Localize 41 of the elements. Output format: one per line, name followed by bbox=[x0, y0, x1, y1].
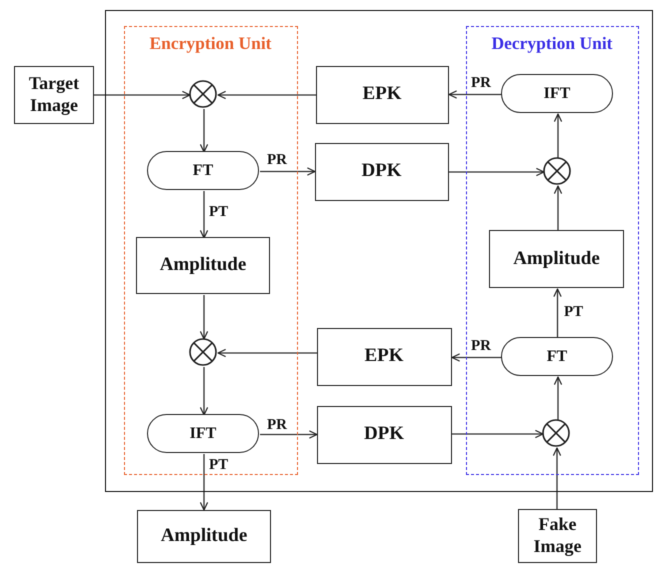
transform-block: FT bbox=[147, 151, 259, 190]
arrow bbox=[554, 185, 562, 231]
process-box: DPK bbox=[316, 406, 452, 464]
arrow bbox=[448, 90, 502, 99]
multiplier-circle bbox=[543, 157, 571, 185]
transform-block: IFT bbox=[147, 414, 259, 453]
arrow bbox=[200, 454, 208, 511]
process-box: EPK bbox=[316, 328, 452, 386]
arrow bbox=[451, 353, 502, 362]
process-box: Amplitude bbox=[136, 237, 270, 294]
system-frame bbox=[105, 10, 653, 492]
process-box: Target Image bbox=[14, 66, 94, 124]
process-box: Fake Image bbox=[518, 509, 597, 563]
arrow bbox=[452, 430, 544, 438]
multiplier-circle bbox=[542, 419, 570, 447]
arrow bbox=[94, 90, 191, 100]
multiplier-circle bbox=[189, 338, 217, 366]
unit-boundary bbox=[466, 26, 638, 474]
transform-block: FT bbox=[501, 337, 613, 376]
process-box: DPK bbox=[314, 142, 448, 200]
transform-block: IFT bbox=[501, 74, 613, 113]
process-box: EPK bbox=[316, 66, 448, 124]
arrow bbox=[449, 168, 545, 176]
unit-boundary bbox=[124, 26, 298, 474]
arrow bbox=[260, 430, 318, 439]
arrow bbox=[552, 447, 562, 509]
unit-title: Encryption Unit bbox=[148, 32, 273, 54]
arrow bbox=[554, 376, 562, 420]
arrow bbox=[200, 295, 208, 340]
arrow bbox=[217, 348, 317, 358]
arrow bbox=[554, 113, 562, 158]
multiplier-circle bbox=[189, 80, 217, 108]
arrow bbox=[200, 109, 208, 153]
arrow bbox=[200, 367, 208, 416]
arrow bbox=[553, 288, 562, 338]
arrow bbox=[217, 90, 316, 100]
unit-title: Decryption Unit bbox=[490, 32, 614, 54]
arrow bbox=[260, 167, 316, 176]
process-box: Amplitude bbox=[489, 230, 624, 288]
arrow bbox=[200, 191, 208, 239]
process-box: Amplitude bbox=[137, 510, 271, 563]
